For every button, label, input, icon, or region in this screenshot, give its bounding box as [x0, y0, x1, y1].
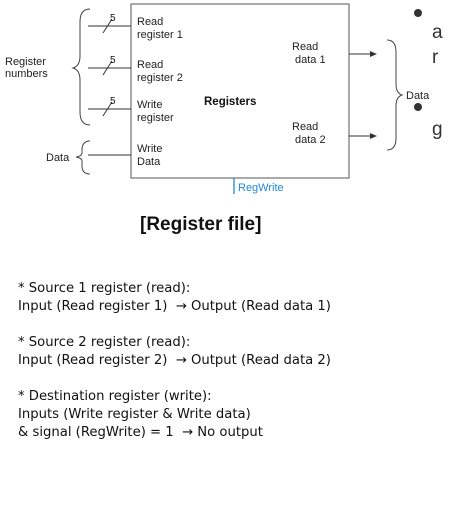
side-bullet-1	[414, 9, 422, 17]
write-register-width: 5	[110, 96, 116, 107]
write-register-slash	[102, 101, 113, 117]
note-source1-heading: * Source 1 register (read):	[18, 281, 191, 296]
side-fragment-3: g	[432, 119, 443, 140]
side-bullet-2	[414, 103, 422, 111]
note-source2-heading: * Source 2 register (read):	[18, 334, 191, 350]
read-data-2-arrowhead	[370, 133, 377, 139]
note-destination-heading: * Destination register (write):	[18, 388, 212, 404]
data-input-label: Data	[46, 152, 70, 164]
note-destination-inputs: Inputs (Write register & Write data)	[18, 407, 251, 423]
read-register-2-slash	[102, 60, 113, 76]
read-register-1-width: 5	[110, 13, 116, 24]
note-destination-signal: & signal (RegWrite) = 1 → No output	[18, 425, 263, 441]
read-data-1-arrowhead	[370, 51, 377, 57]
registers-title: Registers	[204, 96, 256, 108]
register-numbers-brace	[71, 8, 91, 126]
data-output-label: Data	[406, 90, 430, 102]
read-register-1-slash	[102, 18, 113, 34]
register-file-box	[130, 3, 350, 179]
side-fragment-2: r	[432, 47, 439, 68]
notes-block: * Source 1 register (read): Input (Read …	[18, 280, 470, 443]
side-fragment-1: a	[432, 22, 443, 43]
regwrite-label: RegWrite	[238, 182, 284, 194]
note-source2-detail: Input (Read register 2) → Output (Read d…	[18, 353, 331, 369]
data-input-brace	[75, 140, 91, 175]
diagram-caption: [Register file]	[140, 214, 262, 235]
data-output-brace	[386, 39, 404, 151]
read-register-2-width: 5	[110, 55, 116, 66]
note-source1-detail: Input (Read register 1) → Output (Read d…	[18, 299, 331, 315]
